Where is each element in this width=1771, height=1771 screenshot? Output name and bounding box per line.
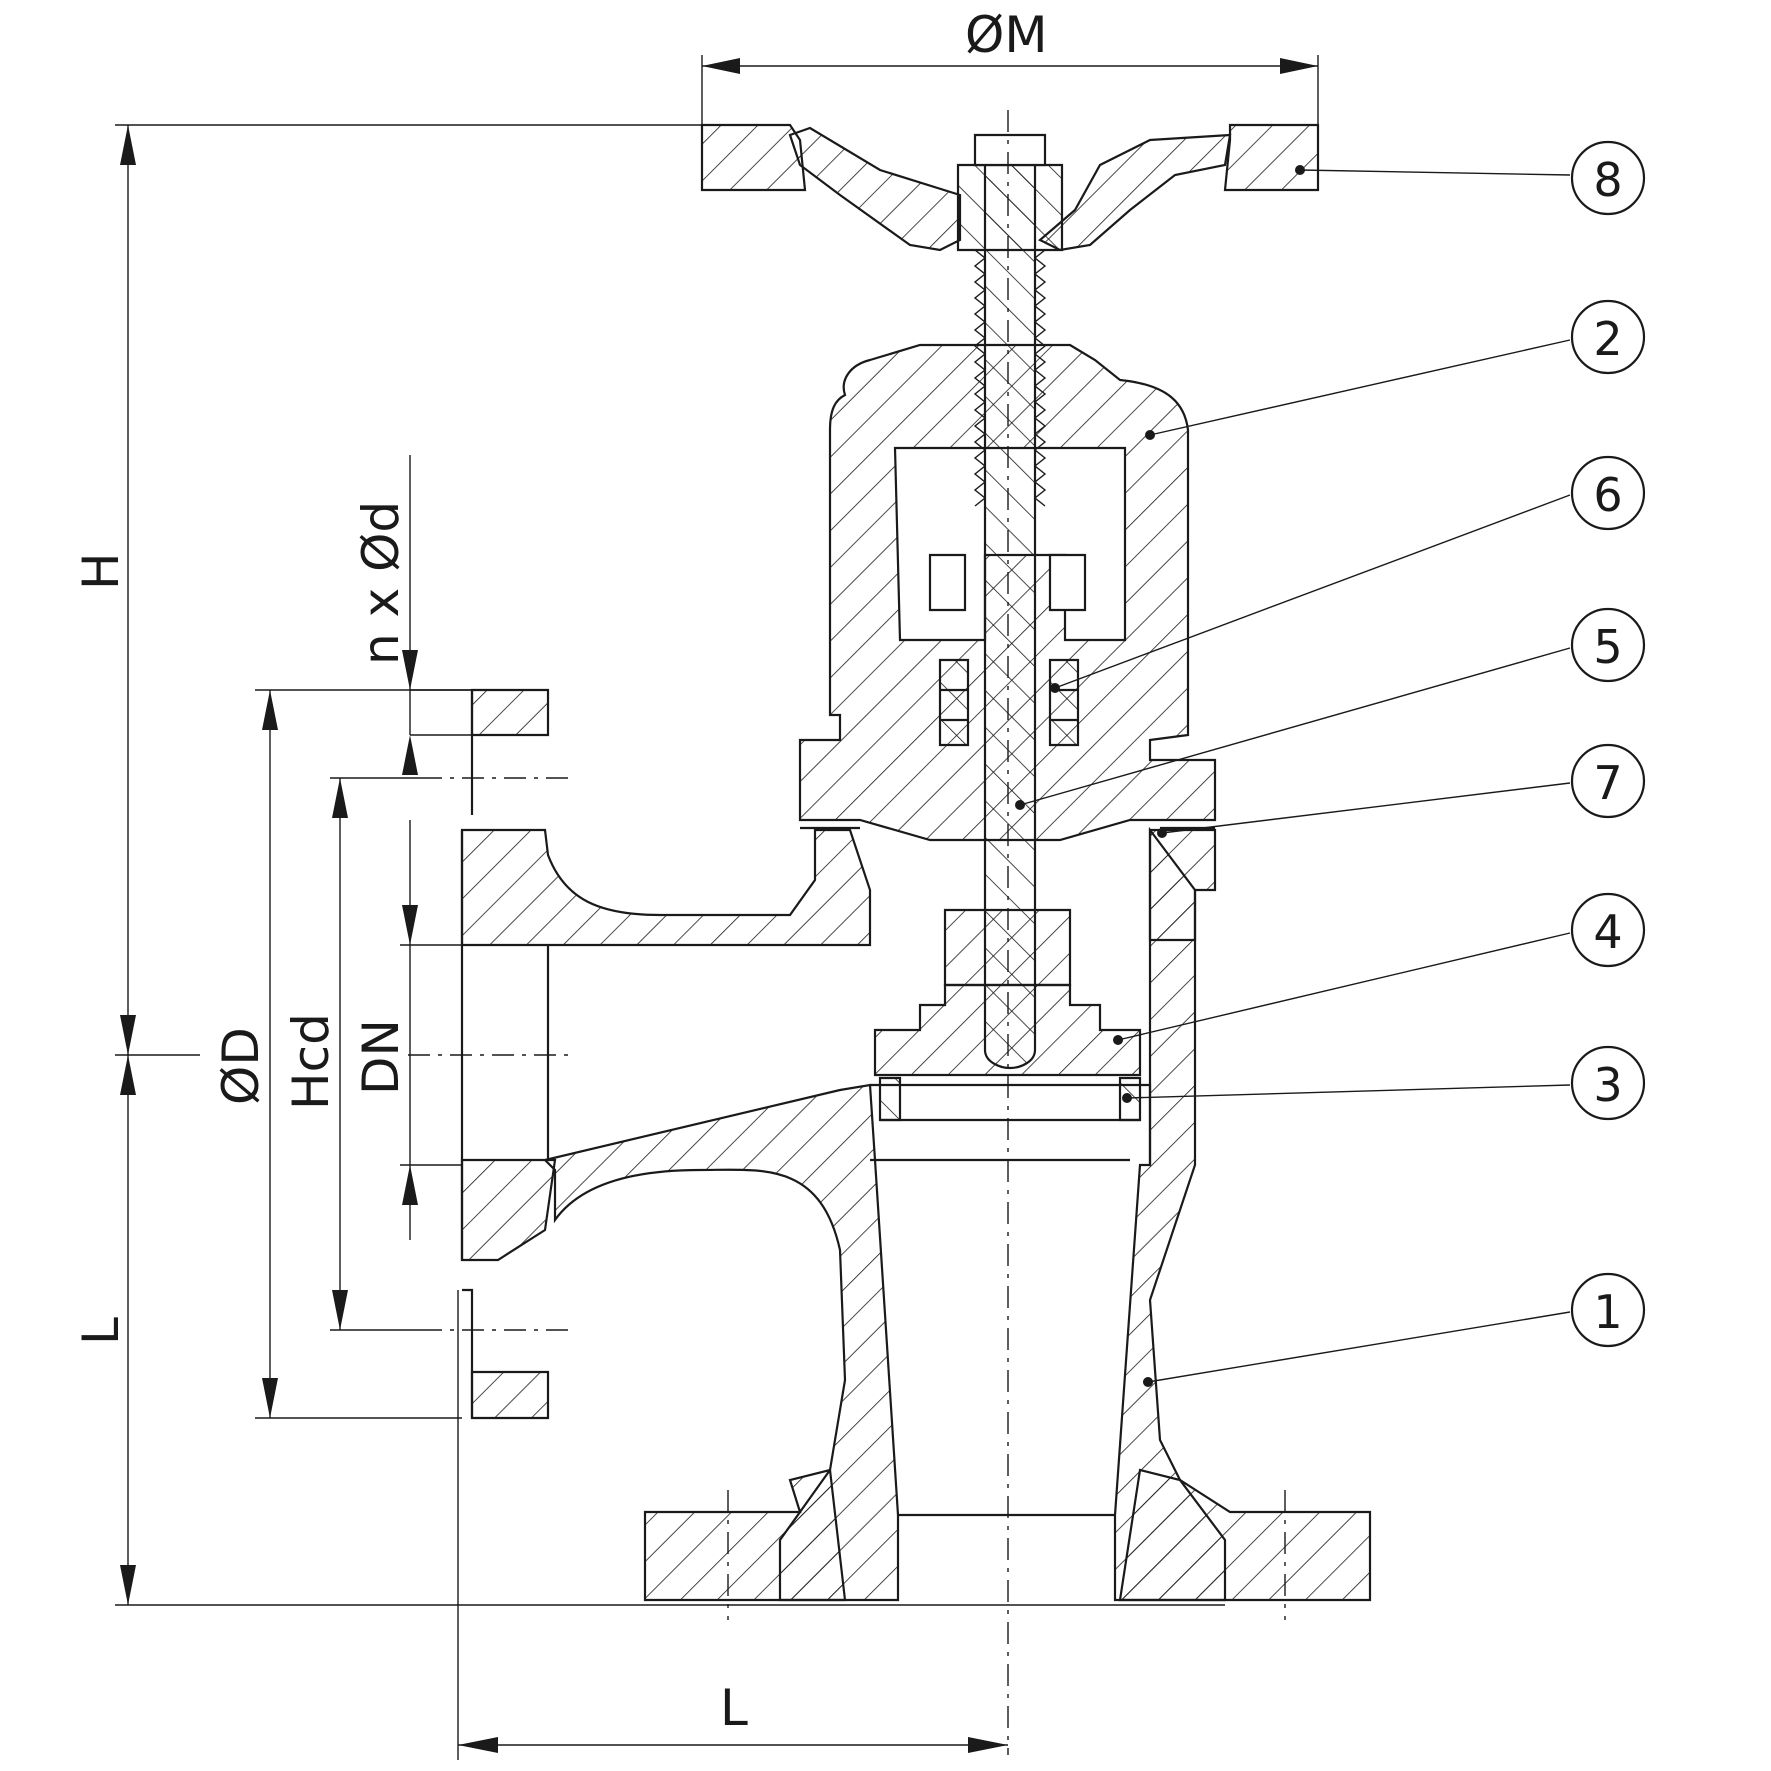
- seat-ring-left: [878, 1076, 902, 1122]
- callout-2-label: 2: [1593, 312, 1622, 366]
- side-branch-upper: [460, 828, 872, 947]
- packing-left: [938, 658, 970, 747]
- callout-8-label: 8: [1593, 153, 1622, 207]
- stem: [973, 148, 1047, 1070]
- handwheel-rim-right: [1223, 123, 1320, 192]
- callout-2: 2: [1570, 299, 1646, 375]
- handwheel-spoke-left: [788, 126, 962, 252]
- callout-7: 7: [1570, 743, 1646, 819]
- side-flange-pad-bottom: [470, 1370, 550, 1420]
- callout-7-label: 7: [1593, 756, 1622, 810]
- callout-3-label: 3: [1593, 1058, 1622, 1112]
- side-flange-pad-top: [470, 688, 550, 737]
- callout-6-label: 6: [1593, 468, 1622, 522]
- leader-lines: [1015, 165, 1571, 1387]
- callout-4: 4: [1570, 892, 1646, 968]
- handwheel: [700, 123, 1320, 252]
- callout-1-label: 1: [1593, 1285, 1622, 1339]
- dim-h: H: [72, 552, 130, 590]
- callout-8: 8: [1570, 140, 1646, 216]
- side-flange-lower: [460, 1158, 557, 1262]
- dim-dn: DN: [352, 1019, 410, 1095]
- dim-n-x-phi-d: n x Ød: [352, 501, 410, 665]
- handwheel-spoke-right: [1038, 133, 1232, 252]
- body-shell-left: [542, 1083, 900, 1602]
- stem-threads: [973, 249, 1047, 507]
- callout-1: 1: [1570, 1272, 1646, 1348]
- dim-l-vertical: L: [72, 1317, 130, 1345]
- dim-l-horizontal: L: [720, 1679, 748, 1737]
- dim-phi-m: ØM: [965, 6, 1048, 64]
- body-neck: [1148, 828, 1217, 942]
- body-shell-right: [1113, 826, 1227, 1602]
- dim-phi-d: ØD: [212, 1027, 270, 1105]
- callout-5-label: 5: [1593, 620, 1622, 674]
- valve-body: [460, 688, 1372, 1602]
- callout-4-label: 4: [1593, 905, 1622, 959]
- callout-5: 5: [1570, 607, 1646, 683]
- packing-right: [1048, 658, 1080, 747]
- handwheel-hub: [956, 163, 1064, 252]
- stem-shaft: [983, 148, 1037, 1070]
- callout-6: 6: [1570, 455, 1646, 531]
- callout-3: 3: [1570, 1045, 1646, 1121]
- dim-hcd: Hcd: [282, 1013, 340, 1110]
